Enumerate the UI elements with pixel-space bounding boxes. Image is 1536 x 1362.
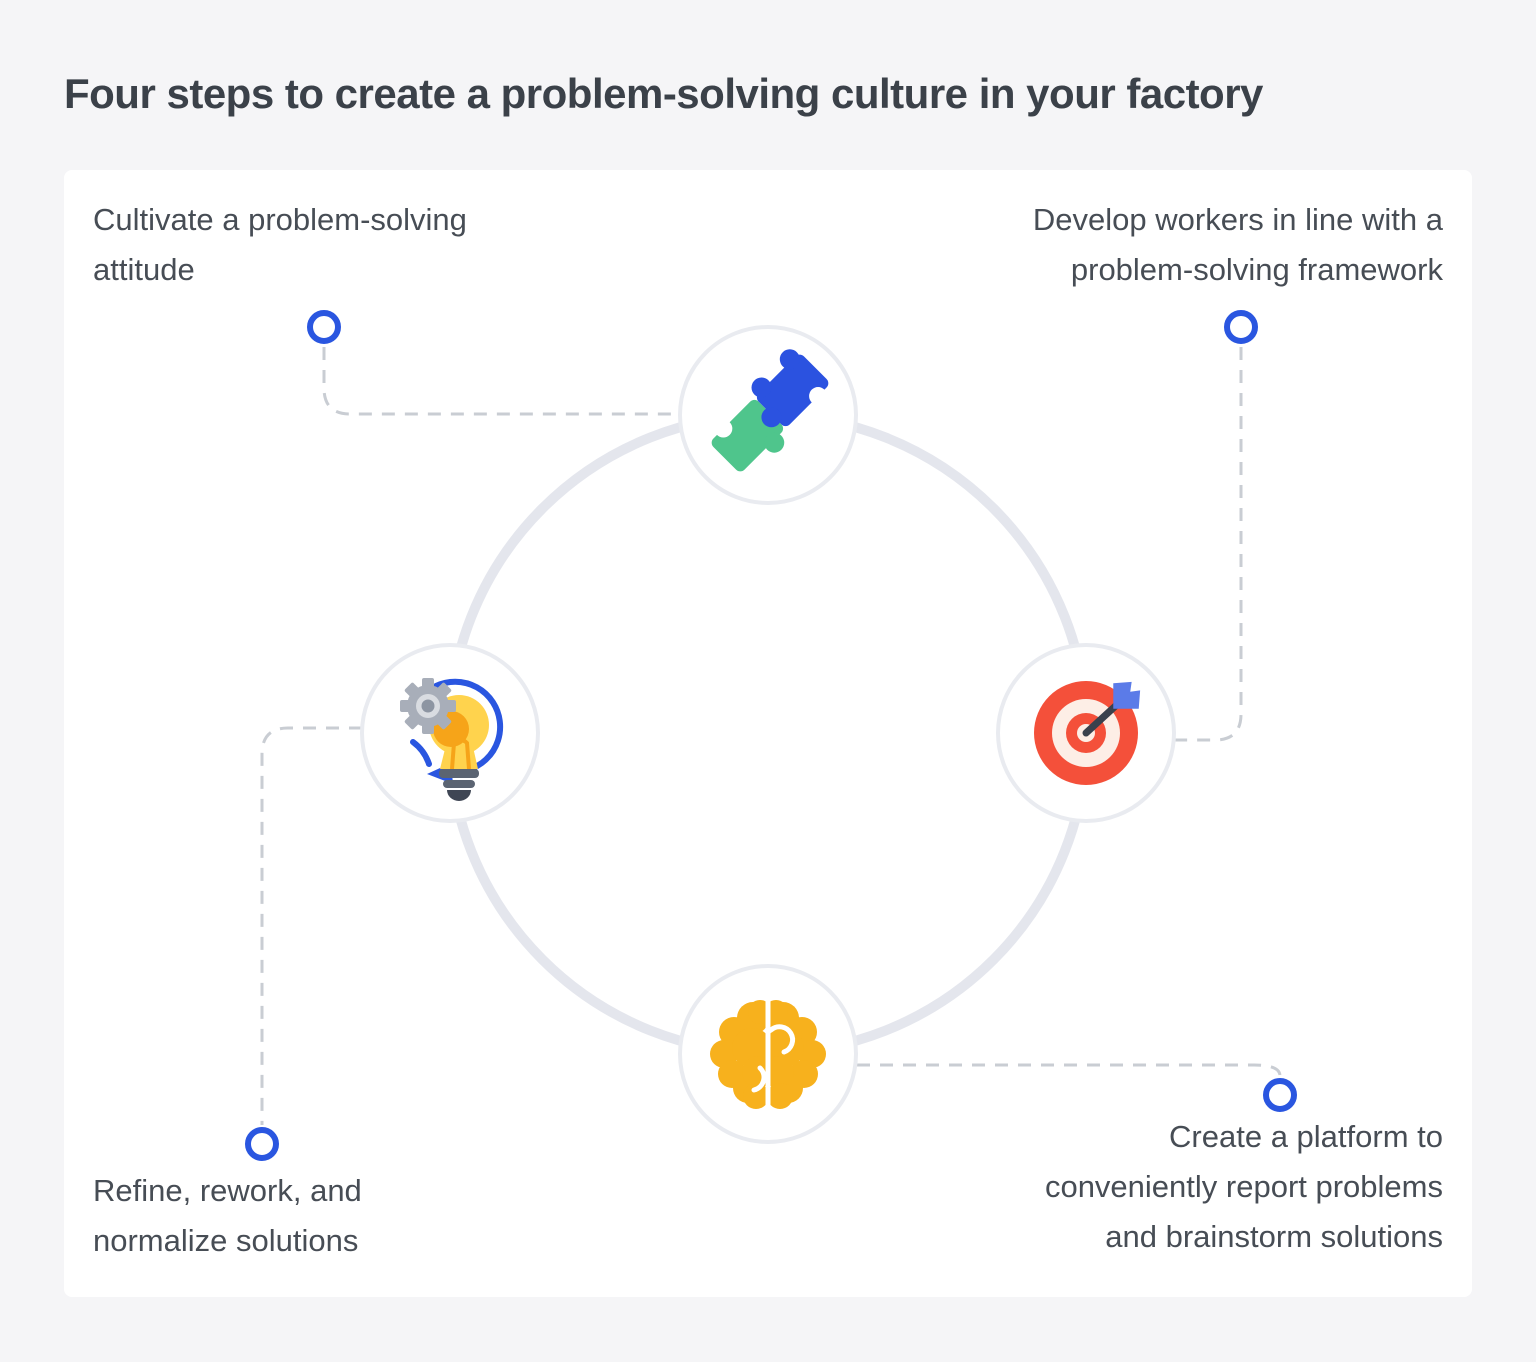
endpoint-dot-develop (1224, 310, 1258, 344)
step-label-line: Refine, rework, and (93, 1173, 362, 1208)
endpoint-dot-cultivate (307, 310, 341, 344)
step-label-line: conveniently report problems (1044, 1169, 1443, 1204)
step-label-line: Cultivate a problem-solving (93, 202, 467, 237)
connector-develop (1175, 347, 1243, 742)
puzzle-icon (711, 349, 829, 472)
step-label-line: and brainstorm solutions (1105, 1219, 1443, 1254)
step-label-refine: Refine, rework, and normalize solutions (93, 1166, 362, 1266)
step-label-line: Create a platform to (1169, 1119, 1443, 1154)
step-label-line: Develop workers in line with a (1032, 202, 1443, 237)
endpoint-dot-refine (245, 1127, 279, 1161)
step-label-create: Create a platform to conveniently report… (1045, 1112, 1443, 1262)
connector-cultivate (322, 347, 681, 416)
step-label-line: attitude (93, 252, 195, 287)
endpoint-dot-create (1263, 1078, 1297, 1112)
lightbulb-gear-icon (400, 678, 504, 801)
step-label-develop: Develop workers in line with a problem-s… (1033, 195, 1443, 295)
brain-icon (710, 998, 826, 1110)
cycle-ring (444, 410, 1092, 1058)
page-title: Four steps to create a problem-solving c… (64, 70, 1263, 117)
target-icon (1034, 681, 1141, 785)
gear-icon (400, 678, 456, 734)
connector-create (857, 1063, 1282, 1077)
step-label-cultivate: Cultivate a problem-solving attitude (93, 195, 467, 295)
step-label-line: normalize solutions (93, 1223, 359, 1258)
step-label-line: problem-solving framework (1070, 252, 1443, 287)
connector-refine (260, 726, 362, 1125)
